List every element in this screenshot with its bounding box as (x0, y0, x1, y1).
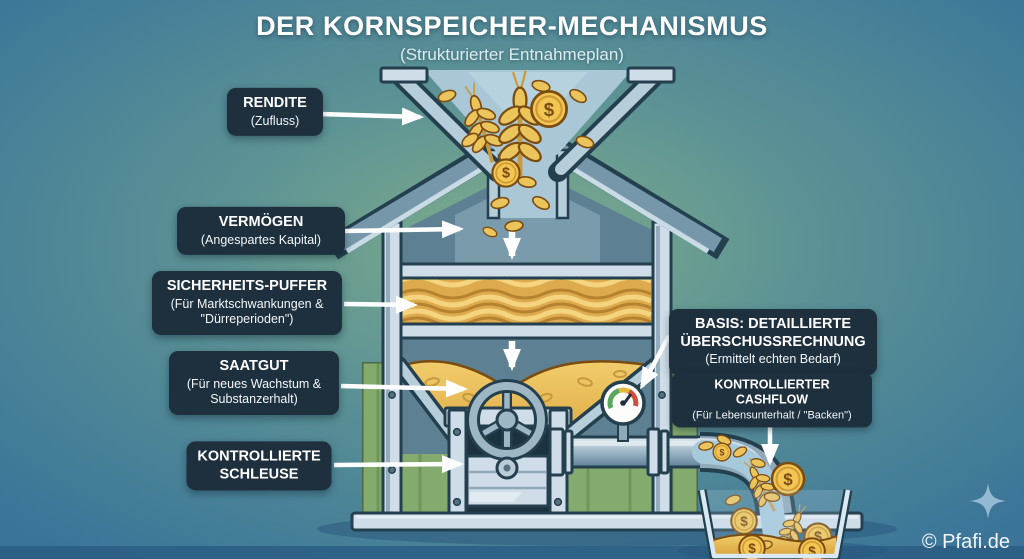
label-vermoegen: VERMÖGEN (Angespartes Kapital) (177, 206, 345, 256)
frame-bar (386, 322, 669, 340)
arrow-vermoegen (343, 220, 464, 239)
label-saatgut: SAATGUT (Für neues Wachstum & Substanzer… (169, 351, 339, 415)
frame-bar (386, 262, 669, 280)
arrow-rendite (319, 107, 424, 126)
pressure-gauge-icon (600, 380, 646, 442)
label-rendite: RENDITE (Zufluss) (227, 87, 323, 137)
annotation-arrows (319, 107, 779, 474)
label-kontrollierte-schleuse: KONTROLLIERTE SCHLEUSE (186, 441, 332, 491)
arrow-basis (640, 334, 671, 390)
arrow-schleuse (333, 455, 464, 474)
bucket (697, 489, 853, 559)
label-basis-ueberschussrechnung: BASIS: DETAILLIERTE ÜBERSCHUSSRECHNUNG (… (669, 309, 877, 375)
buffer-grain-layer (398, 276, 657, 326)
watermark: © Pfafi.de (921, 531, 1010, 553)
arrow-saatgut (340, 379, 468, 398)
label-sicherheits-puffer: SICHERHEITS-PUFFER (Für Marktschwankunge… (152, 271, 342, 335)
valve-wheel-icon (466, 379, 548, 480)
arrow-puffer (343, 295, 418, 314)
label-kontrollierter-cashflow: KONTROLLIERTER CASHFLOW (Für Lebensunter… (672, 372, 872, 428)
